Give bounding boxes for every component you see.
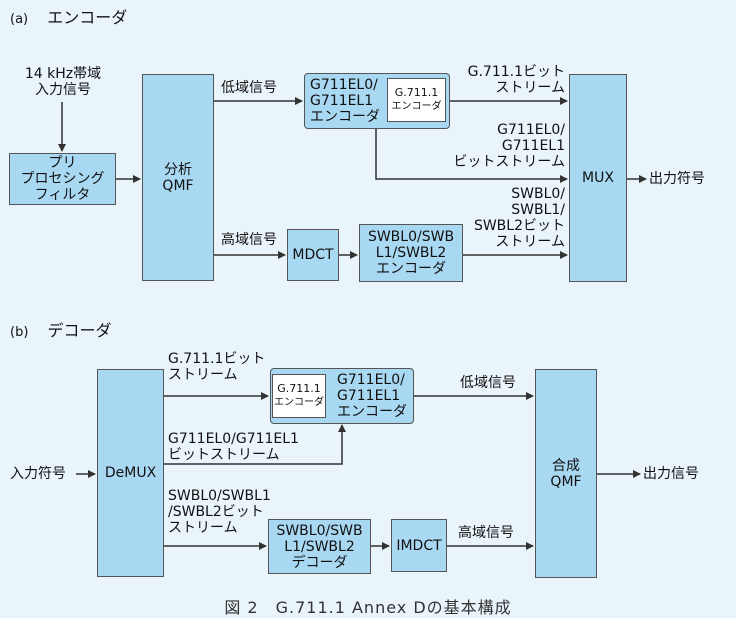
encoder-heading: (a) エンコーダ [10,9,127,29]
encoder-heading-tag: (a) [10,12,29,27]
mdct-block: MDCT [287,229,339,281]
analysis-qmf-block: 分析 QMF [142,74,214,281]
decoder-input-label: 入力符号 [10,466,66,482]
g711-inner-decoder-block: G.711.1 エンコーダ [272,374,326,418]
g711-inner-decoder-line2: エンコーダ [274,397,324,408]
demux-block: DeMUX [97,369,164,577]
encoder-g711el-stream-label: G711EL0/ G711EL1 ビットストリーム [453,122,565,170]
encoder-g711-stream-label: G.711.1ビット ストリーム [467,64,565,96]
imdct-block: IMDCT [391,519,447,572]
swbl-encoder-block: SWBL0/SWB L1/SWBL2 エンコーダ [359,224,463,282]
arrow-g711el-stream-to-mux [375,129,568,183]
g711el-encoder-block: G711EL0/ G711EL1 エンコーダ [304,73,450,129]
decoder-heading-tag: (b) [10,325,29,340]
synthesis-qmf-block: 合成 QMF [535,369,597,578]
encoder-high-band-label: 高域信号 [221,232,277,248]
g711-inner-label-line1: G.711.1 [394,86,439,99]
encoder-swbl-stream-label: SWBL0/ SWBL1/ SWBL2ビット ストリーム [473,186,565,250]
encoder-heading-title: エンコーダ [47,8,128,27]
g711-inner-decoder-line1: G.711.1 [277,382,321,395]
decoder-g711-stream-label: G.711.1ビット ストリーム [168,351,266,383]
decoder-swbl-stream-label: SWBL0/SWBL1 /SWBL2ビット ストリーム [168,488,271,536]
decoder-low-band-label: 低域信号 [460,375,516,391]
decoder-high-band-label: 高域信号 [458,525,514,541]
preprocessing-filter-block: プリ プロセシング フィルタ [9,153,116,205]
encoder-output-label: 出力符号 [649,171,705,187]
decoder-heading: (b) デコーダ [10,322,112,342]
decoder-heading-title: デコーダ [47,321,112,340]
decoder-g711el-stream-label: G711EL0/G711EL1 ビットストリーム [168,431,299,463]
decoder-output-label: 出力信号 [643,466,699,482]
g711-inner-encoder-block: G.711.1 エンコーダ [387,78,446,122]
figure-caption: 図 2 G.711.1 Annex Dの基本構成 [224,598,512,617]
g711-inner-label-line2: エンコーダ [391,101,442,112]
encoder-low-band-label: 低域信号 [221,80,277,96]
mux-block: MUX [569,74,627,282]
swbl-decoder-block: SWBL0/SWB L1/SWBL2 デコーダ [268,519,371,574]
encoder-input-label: 14 kHz帯域 入力信号 [24,66,102,98]
arrow-demux-g711el-to-decoder [164,424,346,465]
